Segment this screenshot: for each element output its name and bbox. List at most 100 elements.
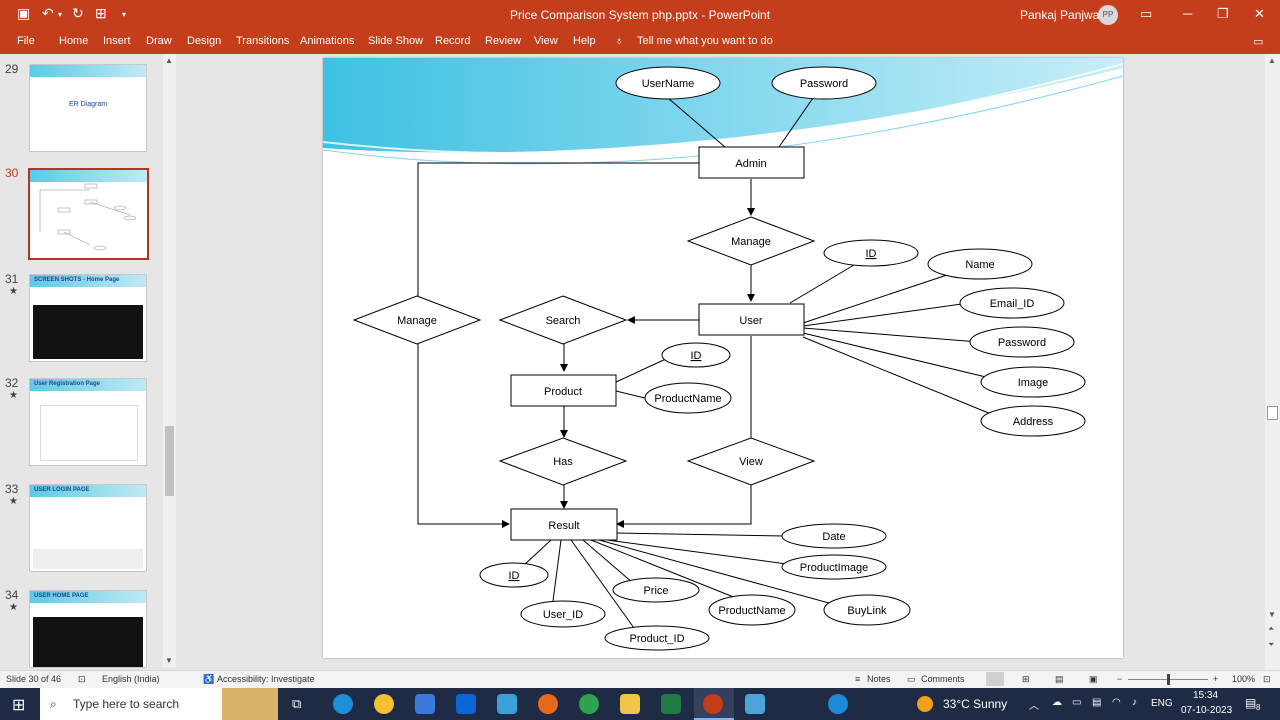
slide-30[interactable]: Admin User Product Result Manage Manage … bbox=[323, 58, 1123, 658]
windows-start-icon[interactable]: ⊞ bbox=[12, 695, 25, 715]
tab-animations[interactable]: Animations bbox=[300, 35, 354, 47]
slide-thumbnail-31[interactable]: SCREEN SHOTS - Home Page bbox=[29, 274, 147, 362]
slide-counter: Slide 30 of 46 bbox=[6, 674, 61, 684]
attr-product-id: ID bbox=[662, 343, 730, 367]
minimize-icon[interactable]: ─ bbox=[1183, 6, 1192, 21]
attr-user-id: ID bbox=[824, 240, 918, 266]
attr-result-date: Date bbox=[782, 524, 886, 548]
slide-thumbnail-30[interactable] bbox=[28, 168, 149, 260]
entity-user: User bbox=[699, 304, 804, 335]
zoom-slider-handle[interactable] bbox=[1167, 674, 1170, 685]
dropbox-icon[interactable] bbox=[456, 694, 476, 714]
tab-insert[interactable]: Insert bbox=[103, 35, 131, 47]
tab-design[interactable]: Design bbox=[187, 35, 221, 47]
accessibility-status[interactable]: Accessibility: Investigate bbox=[217, 674, 315, 684]
relation-view: View bbox=[688, 438, 814, 485]
powerpoint-icon[interactable] bbox=[703, 694, 723, 714]
zoom-in-icon[interactable]: + bbox=[1213, 674, 1218, 684]
ribbon-display-icon[interactable]: ▭ bbox=[1140, 6, 1152, 22]
user-name[interactable]: Pankaj Panjwani bbox=[1020, 8, 1109, 22]
slide-sorter-icon[interactable]: ⊞ bbox=[1022, 674, 1030, 685]
slide-thumbnail-33[interactable]: USER LOGIN PAGE bbox=[29, 484, 147, 572]
clock-date[interactable]: 07-10-2023 bbox=[1181, 705, 1232, 716]
input-language[interactable]: ENG bbox=[1151, 698, 1173, 709]
slide-show-icon[interactable]: ▣ bbox=[1089, 674, 1098, 685]
notepad-icon[interactable] bbox=[661, 694, 681, 714]
reading-view-icon[interactable]: ▤ bbox=[1055, 674, 1064, 685]
help-icon[interactable] bbox=[828, 694, 848, 714]
tab-review[interactable]: Review bbox=[485, 35, 521, 47]
scroll-down-icon[interactable]: ▼ bbox=[165, 656, 173, 665]
slides-pane-scrollbar[interactable]: ▲ ▼ bbox=[163, 54, 176, 668]
task-view-icon[interactable]: ⧉ bbox=[292, 696, 301, 712]
comments-icon[interactable]: ▭ bbox=[907, 674, 916, 685]
svg-text:ID: ID bbox=[866, 248, 877, 260]
svg-text:Admin: Admin bbox=[735, 158, 766, 170]
firefox-icon[interactable] bbox=[538, 694, 558, 714]
slide-number: 33 bbox=[5, 482, 18, 496]
clock-time[interactable]: 15:34 bbox=[1193, 690, 1218, 701]
tab-slide-show[interactable]: Slide Show bbox=[368, 35, 423, 47]
comments-icon[interactable]: ▭ bbox=[1253, 35, 1263, 48]
store-icon[interactable] bbox=[415, 694, 435, 714]
svg-text:ProductName: ProductName bbox=[718, 605, 785, 617]
edge-icon[interactable] bbox=[333, 694, 353, 714]
spellcheck-icon[interactable]: ⊡ bbox=[78, 674, 86, 685]
weather-status[interactable]: 33°C Sunny bbox=[943, 697, 1007, 711]
tab-view[interactable]: View bbox=[534, 35, 558, 47]
scroll-thumb[interactable] bbox=[165, 426, 174, 496]
normal-view-button[interactable] bbox=[986, 672, 1004, 686]
volume-icon[interactable]: ♪ bbox=[1132, 697, 1137, 708]
weather-sun-icon[interactable] bbox=[917, 696, 933, 712]
chrome-canary-icon[interactable] bbox=[374, 694, 394, 714]
thumbnail-title: USER HOME PAGE bbox=[34, 593, 89, 599]
scroll-down-icon[interactable]: ▼ bbox=[1268, 610, 1276, 619]
onedrive-icon[interactable]: ☁ bbox=[1052, 697, 1062, 708]
attr-admin-username: UserName bbox=[616, 67, 720, 99]
comments-button[interactable]: Comments bbox=[921, 674, 965, 684]
battery-icon[interactable]: ▭ bbox=[1072, 697, 1081, 708]
avatar[interactable]: PP bbox=[1098, 5, 1118, 25]
language-status[interactable]: English (India) bbox=[102, 674, 160, 684]
notes-icon[interactable]: ≡ bbox=[855, 674, 860, 684]
slide-thumbnail-29[interactable]: ER Diagram bbox=[29, 64, 147, 152]
notification-icon[interactable]: ▤ bbox=[1245, 696, 1256, 710]
next-slide-icon[interactable]: ⏷ bbox=[1268, 640, 1274, 650]
accessibility-icon[interactable]: ♿ bbox=[203, 674, 214, 685]
close-icon[interactable]: ✕ bbox=[1254, 6, 1265, 22]
wifi-icon[interactable]: ◠ bbox=[1112, 697, 1121, 708]
previous-slide-icon[interactable]: ⏶ bbox=[1268, 624, 1274, 634]
tab-help[interactable]: Help bbox=[573, 35, 596, 47]
tab-home[interactable]: Home bbox=[59, 35, 88, 47]
tab-draw[interactable]: Draw bbox=[146, 35, 172, 47]
scroll-thumb[interactable] bbox=[1267, 406, 1278, 420]
scroll-up-icon[interactable]: ▲ bbox=[1268, 56, 1276, 65]
slide-thumbnail-32[interactable]: User Registration Page bbox=[29, 378, 147, 466]
attr-result-productname: ProductName bbox=[709, 595, 795, 625]
thumbnail-title: User Registration Page bbox=[34, 381, 100, 387]
mysql-icon[interactable] bbox=[497, 694, 517, 714]
app-icon[interactable] bbox=[745, 694, 765, 714]
zoom-level[interactable]: 100% bbox=[1232, 674, 1255, 684]
svg-text:Password: Password bbox=[800, 78, 848, 90]
tab-record[interactable]: Record bbox=[435, 35, 470, 47]
scroll-up-icon[interactable]: ▲ bbox=[165, 56, 173, 65]
svg-text:User: User bbox=[739, 315, 763, 327]
thumbnail-title: SCREEN SHOTS - Home Page bbox=[34, 277, 119, 283]
tab-transitions[interactable]: Transitions bbox=[236, 35, 289, 47]
tell-me-search[interactable]: Tell me what you want to do bbox=[637, 35, 773, 47]
maximize-icon[interactable]: ❐ bbox=[1217, 6, 1229, 22]
notes-button[interactable]: Notes bbox=[867, 674, 891, 684]
network-icon[interactable]: ▤ bbox=[1092, 697, 1101, 708]
show-hidden-icons[interactable]: ︿ bbox=[1029, 697, 1039, 712]
chrome-icon[interactable] bbox=[579, 694, 599, 714]
taskbar-search[interactable]: ⌕ Type here to search bbox=[40, 688, 222, 720]
canvas-scrollbar[interactable]: ▲ ▼ ⏶ ⏷ bbox=[1265, 54, 1280, 670]
search-highlight-image[interactable] bbox=[222, 688, 278, 720]
fit-slide-icon[interactable]: ⊡ bbox=[1263, 674, 1271, 685]
file-explorer-icon[interactable] bbox=[620, 694, 640, 714]
slide-thumbnail-34[interactable]: USER HOME PAGE bbox=[29, 590, 147, 668]
svg-text:Result: Result bbox=[548, 520, 579, 532]
tab-file[interactable]: File bbox=[17, 35, 35, 47]
zoom-out-icon[interactable]: − bbox=[1117, 674, 1122, 684]
